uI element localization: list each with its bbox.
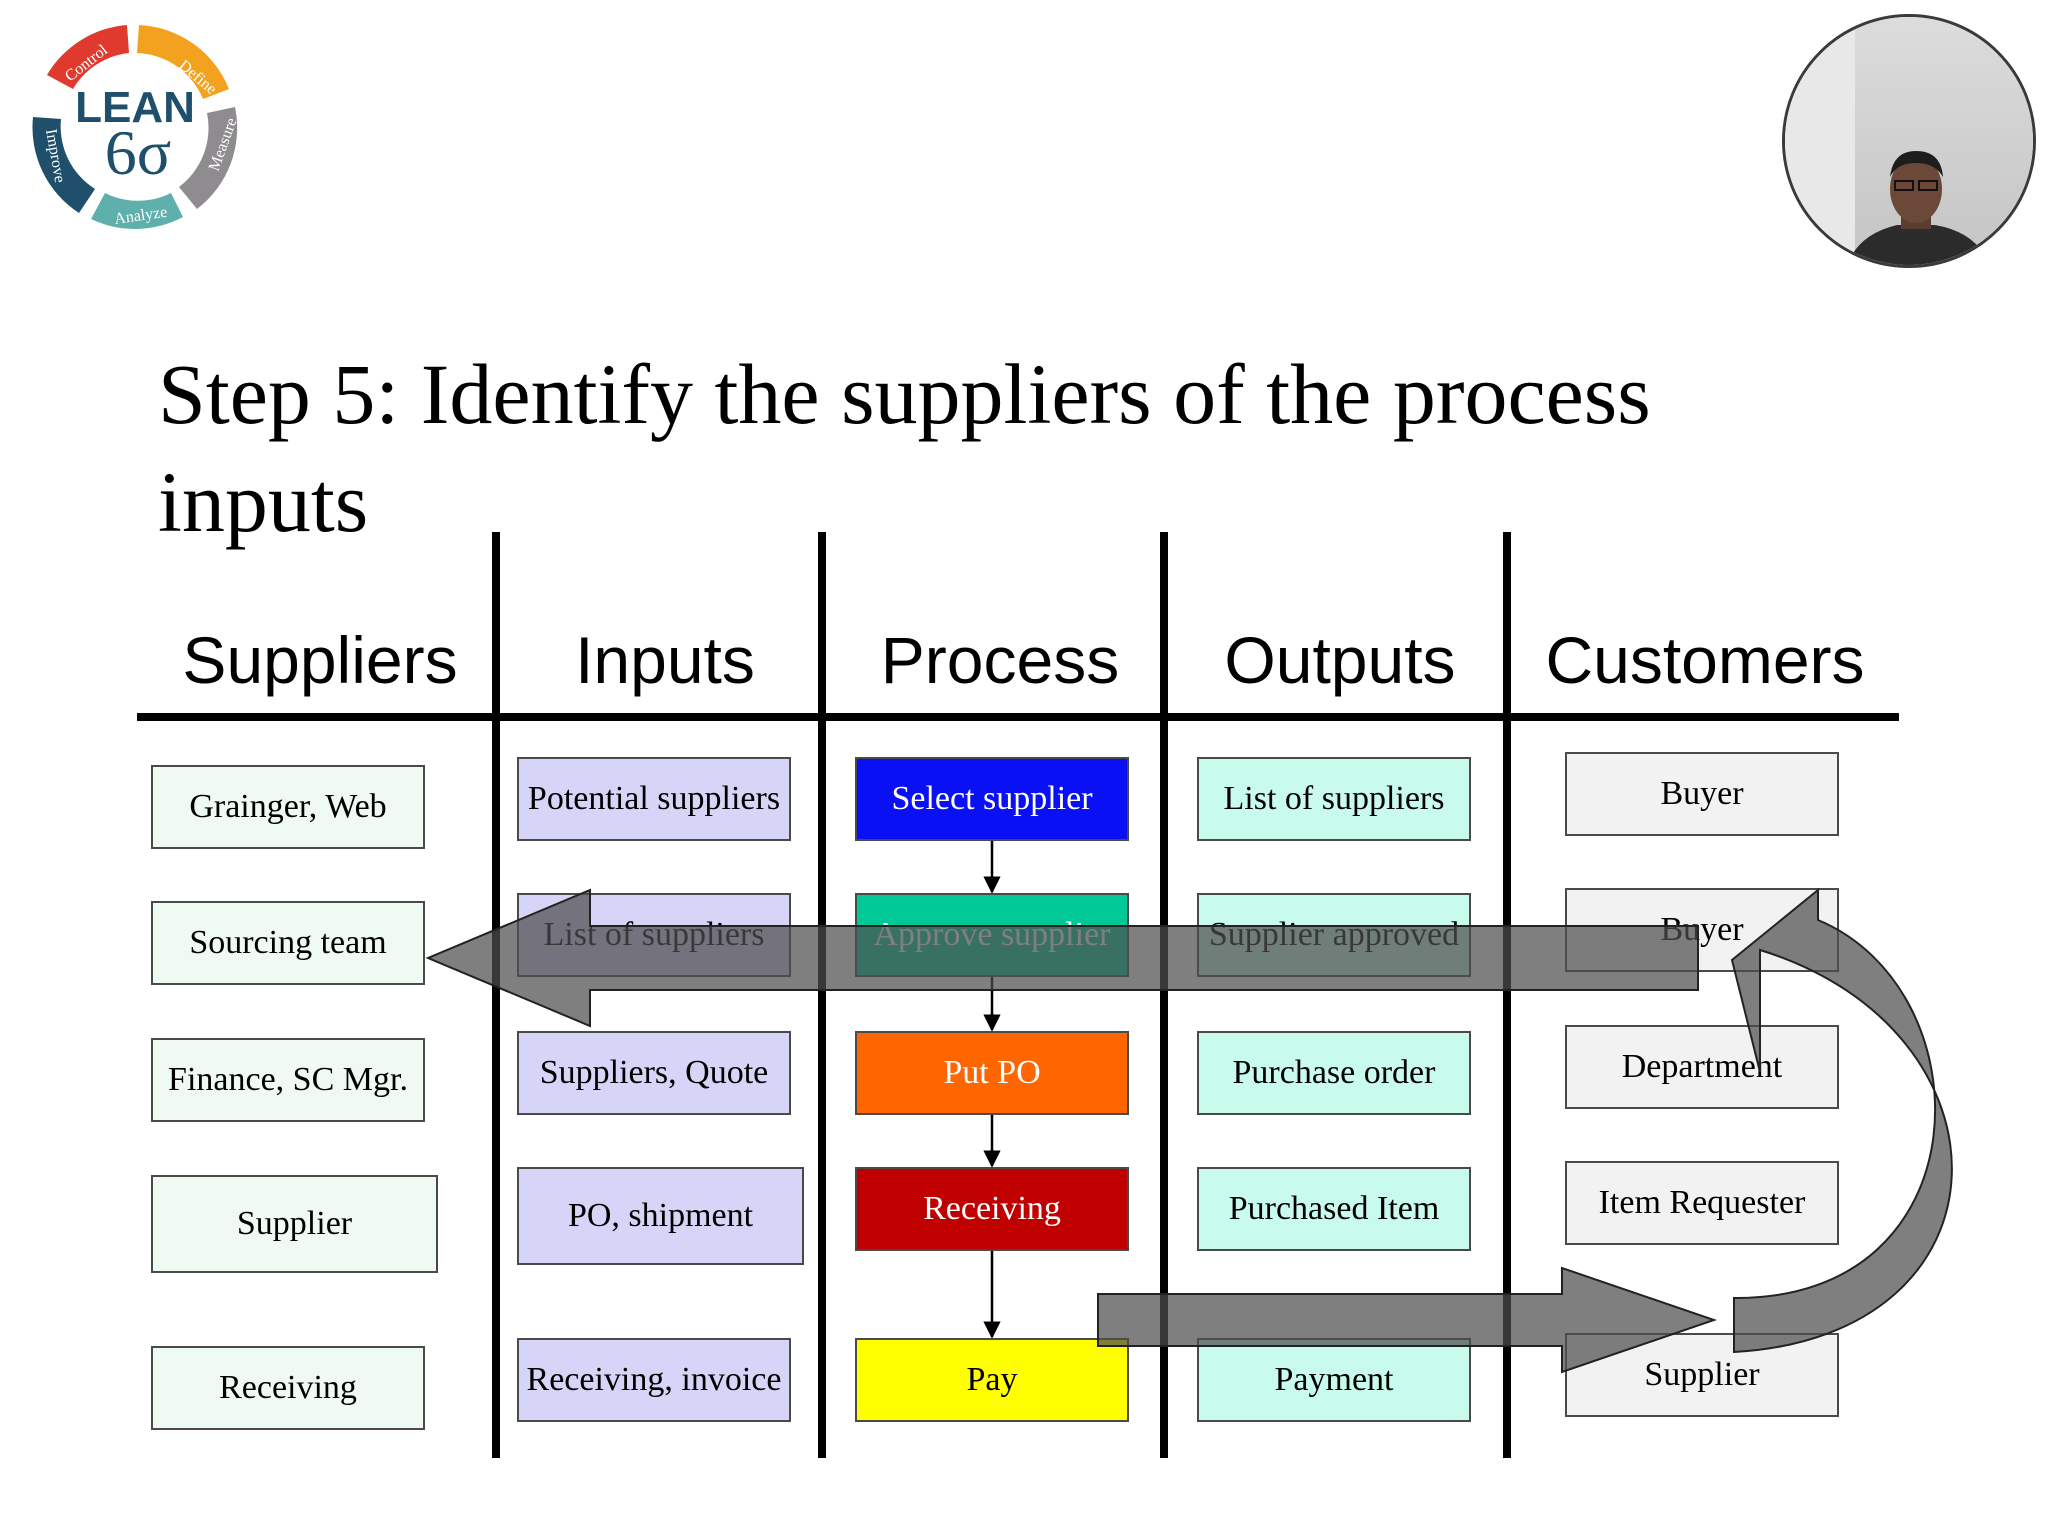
- process-box-select-supplier: Select supplier: [855, 757, 1129, 841]
- input-box-1: Potential suppliers: [517, 757, 791, 841]
- column-divider-1: [492, 532, 500, 1458]
- process-box-put-po: Put PO: [855, 1031, 1129, 1115]
- process-box-approve-supplier: Approve supplier: [855, 893, 1129, 977]
- header-divider: [137, 713, 1899, 721]
- supplier-box-1: Grainger, Web: [151, 765, 425, 849]
- supplier-box-2: Sourcing team: [151, 901, 425, 985]
- customer-box-2: Buyer: [1565, 888, 1839, 972]
- presenter-video: [1785, 17, 2033, 265]
- customer-box-3: Department: [1565, 1025, 1839, 1109]
- header-process: Process: [880, 623, 1120, 697]
- output-box-3: Purchase order: [1197, 1031, 1471, 1115]
- customer-box-1: Buyer: [1565, 752, 1839, 836]
- header-inputs: Inputs: [575, 623, 755, 697]
- output-box-2: Supplier approved: [1197, 893, 1471, 977]
- slide-title: Step 5: Identify the suppliers of the pr…: [158, 346, 1651, 550]
- supplier-box-4: Supplier: [151, 1175, 438, 1273]
- input-box-3: Suppliers, Quote: [517, 1031, 791, 1115]
- header-suppliers: Suppliers: [182, 623, 458, 697]
- customer-box-5: Supplier: [1565, 1333, 1839, 1417]
- header-customers: Customers: [1545, 623, 1865, 697]
- column-divider-3: [1160, 532, 1168, 1458]
- output-box-1: List of suppliers: [1197, 757, 1471, 841]
- process-box-pay: Pay: [855, 1338, 1129, 1422]
- input-box-5: Receiving, invoice: [517, 1338, 791, 1422]
- logo-brand-text: LEAN: [75, 83, 195, 132]
- output-box-5: Payment: [1197, 1338, 1471, 1422]
- input-box-4: PO, shipment: [517, 1167, 804, 1265]
- customer-box-4: Item Requester: [1565, 1161, 1839, 1245]
- supplier-box-5: Receiving: [151, 1346, 425, 1430]
- column-divider-2: [818, 532, 826, 1458]
- output-box-4: Purchased Item: [1197, 1167, 1471, 1251]
- header-outputs: Outputs: [1224, 623, 1456, 697]
- process-box-receiving: Receiving: [855, 1167, 1129, 1251]
- input-box-2: List of suppliers: [517, 893, 791, 977]
- supplier-box-3: Finance, SC Mgr.: [151, 1038, 425, 1122]
- column-divider-4: [1503, 532, 1511, 1458]
- presenter-webcam: [1782, 14, 2036, 268]
- logo-symbol-text: 6σ: [105, 117, 172, 188]
- lean-six-sigma-logo: LEAN 6σ Define Measure Analyze Improve C…: [32, 25, 241, 229]
